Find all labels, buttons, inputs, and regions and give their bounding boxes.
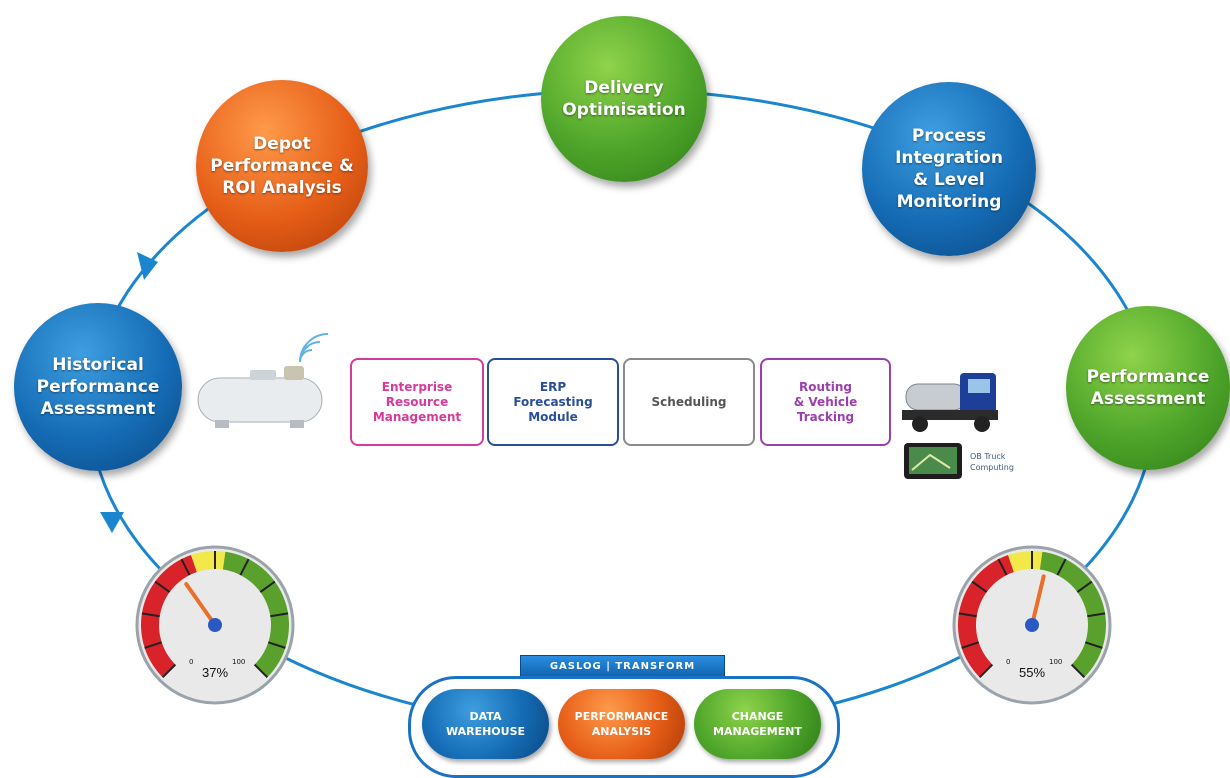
gauge-tick-mark [267,641,286,649]
gauge-tick-mark [958,612,977,618]
gauge-needle [184,582,217,627]
process-integration-label: Process Integration & Level Monitoring [895,126,1003,212]
gauge-tick-mark [239,558,250,576]
gauge-tick-mark [1070,663,1086,679]
module-routing-label: Routing & Vehicle Tracking [793,379,858,424]
gauge-left-max: 100 [232,658,246,666]
gauge-tick-mark [1056,558,1067,576]
gauge-tick-mark [270,612,289,618]
gauge-tick-mark [961,641,980,649]
ob-truck-label: OB Truck Computing [970,452,1014,472]
gauge-tick-mark [141,612,160,618]
gaslog-transform-label: GASLOG | TRANSFORM [549,660,696,672]
depot-performance-node: Depot Performance & ROI Analysis [196,80,368,252]
gauge-band-1 [1008,551,1043,573]
historical-performance-label: Historical Performance Assessment [36,355,160,419]
gauge-hub [208,618,222,632]
module-erm-label: Enterprise Resource Management [372,379,462,424]
gauge-tick-mark [971,580,988,593]
performance-analysis-label: PERFORMANCE ANALYSIS [574,710,669,738]
gauge-right-max: 100 [1049,658,1063,666]
module-erp: ERP Forecasting Module [487,358,619,446]
gauge-tick-mark [253,663,269,679]
gauge-tick-mark [978,663,994,679]
change-management-label: CHANGE MANAGEMENT [713,710,802,738]
gauge-tick-mark [144,641,163,649]
performance-assessment-label: Performance Assessment [1086,367,1210,409]
gauge-band-0 [141,554,197,678]
gauge-left-value: 37% [202,665,229,680]
gauge-tick-mark [997,558,1008,576]
performance-analysis-pill: PERFORMANCE ANALYSIS [558,689,685,759]
truck-icon [902,373,998,432]
gauge-tick-mark [1087,612,1106,618]
gauge-right [952,545,1112,705]
change-management-pill: CHANGE MANAGEMENT [694,689,821,759]
module-scheduling-label: Scheduling [651,394,727,409]
gauge-hub [1025,618,1039,632]
ob-computer-icon [904,443,962,479]
module-routing: Routing & Vehicle Tracking [760,358,891,446]
arrow-up-icon [137,252,158,280]
gauge-right-min: 0 [1006,658,1011,666]
gauge-tick-mark [1076,580,1093,593]
module-scheduling: Scheduling [623,358,755,446]
gauge-tick-mark [154,580,171,593]
delivery-optimisation-node: Delivery Optimisation [541,16,707,182]
data-warehouse-label: DATA WAREHOUSE [445,710,526,738]
gauge-tick-mark [1084,641,1103,649]
gauge-tick-mark [180,558,191,576]
gauge-tick-mark [259,580,276,593]
performance-assessment-node: Performance Assessment [1066,306,1230,470]
data-warehouse-pill: DATA WAREHOUSE [422,689,549,759]
gauge-tick-mark [161,663,177,679]
arrow-down-icon [100,512,124,533]
gauge-left [135,545,295,705]
gauge-needle [1030,574,1046,627]
gaslog-transform-bar: GASLOG | TRANSFORM [520,655,725,677]
depot-performance-label: Depot Performance & ROI Analysis [210,134,354,198]
delivery-optimisation-label: Delivery Optimisation [562,78,686,120]
module-erp-label: ERP Forecasting Module [513,379,593,424]
gauge-right-value: 55% [1019,665,1046,680]
gauge-left-min: 0 [189,658,194,666]
gauge-band-1 [191,551,226,573]
process-integration-node: Process Integration & Level Monitoring [862,82,1036,256]
historical-performance-node: Historical Performance Assessment [14,303,182,471]
module-erm: Enterprise Resource Management [350,358,484,446]
gauge-band-0 [958,554,1014,678]
gas-tank-icon [197,333,329,428]
